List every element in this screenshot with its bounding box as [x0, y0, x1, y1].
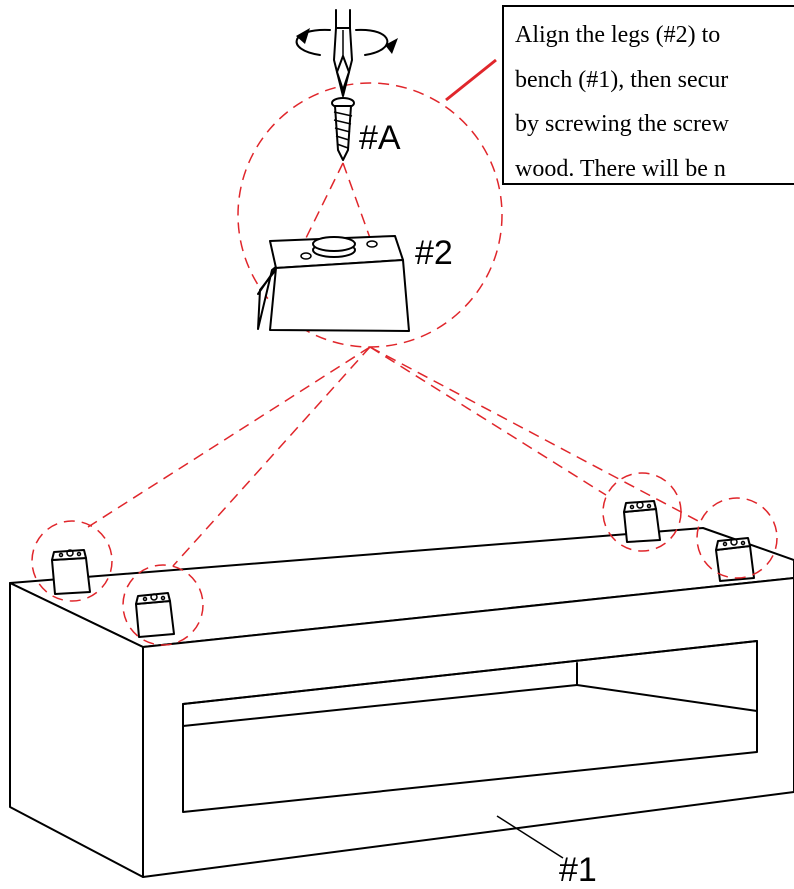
leg-back-right: [715, 537, 755, 582]
bench-opening-shelf-edge: [182, 684, 578, 727]
leg-front-right: [135, 592, 175, 638]
instruction-line: bench (#1), then secur: [515, 66, 729, 93]
leg-front-left: [51, 549, 91, 595]
leg-circle-back-right: [696, 497, 778, 579]
instruction-line: wood. There will be n: [515, 155, 726, 182]
instruction-text: Align the legs (#2) to bench (#1), then …: [515, 13, 794, 183]
instruction-line: by screwing the screw: [515, 111, 729, 137]
label-screw-a: #A: [359, 119, 401, 157]
label-bench-1: #1: [559, 851, 597, 889]
leg-back-left: [623, 500, 661, 543]
label-leg-2: #2: [415, 234, 453, 272]
guide-lines: [31, 58, 778, 646]
detail-leg-2: [257, 235, 410, 332]
screw-icon: [331, 97, 355, 161]
clockwise-rotation-arrow-icon: [295, 28, 398, 56]
bench-opening-back-bottom: [576, 684, 758, 712]
bench-front-face: [142, 577, 794, 878]
screwdriver-icon: [333, 9, 353, 97]
bench-opening-shelf-upper: [182, 640, 758, 705]
bench-leader-line: [496, 815, 564, 859]
instruction-callout: Align the legs (#2) to bench (#1), then …: [502, 5, 794, 185]
leg-circle-front-left: [31, 520, 113, 602]
bench-1: [9, 527, 794, 878]
leg-circle-front-right: [122, 564, 204, 646]
instruction-line: Align the legs (#2) to: [515, 22, 721, 48]
